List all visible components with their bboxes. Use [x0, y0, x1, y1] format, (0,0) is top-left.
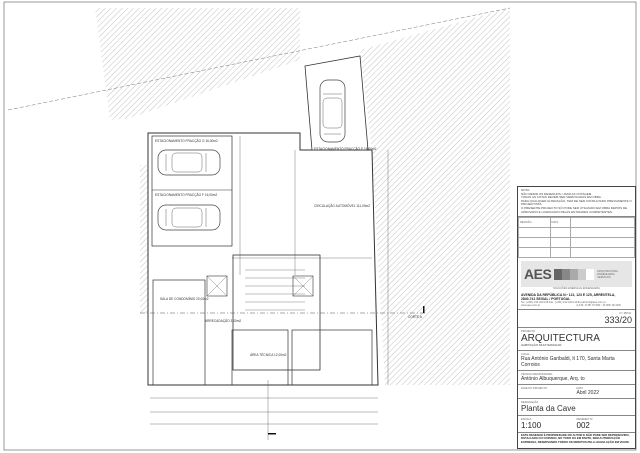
- neighbour-hatch-right: [360, 8, 510, 385]
- condo-room-label: SALA DE CONDOMÍNIO 20,00m2: [160, 297, 209, 301]
- note-line: O PRESENTE PROJECTO SÓ PODE SER UTILIZAD…: [521, 205, 628, 214]
- condo-room: [152, 279, 206, 386]
- wall-hatch-left: [140, 165, 149, 313]
- note-line: TODAS AS COTAS DEVEM SER VERIFICADAS EM …: [521, 195, 602, 200]
- company-address: AVENIDA DA REPÚBLICA N.º 121, 123 E 125,…: [521, 293, 616, 298]
- sheet-border: [3, 1, 637, 451]
- lift-shaft: [206, 275, 228, 297]
- location: Rua António Garibaldi, lt 170, Santa Mar…: [521, 355, 615, 368]
- scale-label: ESCALA: [521, 417, 532, 421]
- service: ARQUITECTURA: [597, 269, 618, 273]
- note-line: PARA QUALQUER ALTERAÇÃO, TEM DE SER CONS…: [521, 198, 632, 207]
- storage-label: ARRECADAÇÃO 3,00m2: [205, 318, 241, 323]
- car-icon: [157, 149, 221, 176]
- technical-room: [231, 329, 289, 386]
- section-marker-label: CORTE A: [408, 315, 423, 319]
- location-label: LOCAL: [521, 352, 530, 356]
- notes-section: NOTA: NÃO MEDIR OS DESENHOS, USAR AS COT…: [518, 187, 635, 218]
- project-label: PROJECTO: [521, 330, 536, 334]
- date: Abril 2022: [576, 389, 600, 396]
- project-subtitle: HABITAÇÃO MULTIFAMILIAR: [521, 343, 562, 348]
- parking-bay-box: [151, 135, 233, 247]
- parking-label: ESTACIONAMENTO FRACÇÃO E 16,00m2: [314, 146, 377, 151]
- designation: Planta da Cave: [521, 403, 576, 413]
- drawing-number-label: DESENHO Nº: [576, 417, 593, 421]
- phase-label: FASE DO PROJECTO: [521, 386, 548, 390]
- note-line: NÃO MEDIR OS DESENHOS, USAR AS COTAGEM.: [521, 191, 593, 196]
- company-logo: AES ARQUITECTURA ENGENHARIA SERVIÇOS: [521, 261, 632, 288]
- project-name: ARQUITECTURA: [521, 333, 600, 345]
- company-contacts: Tel. (+351) 212 220 118 Fax. (+351) 212 …: [521, 301, 606, 305]
- circulation-label: CIRCULAÇÃO AUTOMÓVEL 111,00m2: [314, 203, 370, 208]
- service: SERVIÇOS: [597, 275, 611, 279]
- company-address: 2840-741 SEIXAL / PORTUGAL: [521, 297, 571, 302]
- revision-header: REVISÃO: [518, 217, 551, 229]
- stair-core: [232, 254, 321, 371]
- company-website[interactable]: www.aes.com.pt: [521, 304, 540, 308]
- company-tagline: SOLUÇÕES ENERGIA E ENGENHARIA: [553, 287, 600, 291]
- car-icon: [319, 79, 346, 143]
- date-header: DATA: [549, 217, 572, 229]
- process-number: 333/20: [604, 315, 632, 326]
- technical-area-label: ÁREA TÉCNICA 12,00m2: [250, 352, 287, 357]
- disclaimer: ESTE DESENHO É PROPRIEDADE DO AUTOR E NÃ…: [521, 432, 630, 444]
- tech-responsible: António Albuquerque, Arq. to: [521, 375, 585, 382]
- lift-shaft: [292, 275, 314, 297]
- neighbour-hatch-top: [95, 8, 300, 120]
- company-coords: (LAT4: N 38º 37.509' - W 009º 06.229'): [576, 304, 622, 308]
- car-icon: [157, 204, 221, 231]
- title-block: NOTA: NÃO MEDIR OS DESENHOS, USAR AS COT…: [517, 186, 636, 449]
- designation-label: DESIGNAÇÃO: [521, 400, 539, 404]
- scale: 1:100: [521, 420, 542, 430]
- parking-label: ESTACIONAMENTO FRACÇÃO G 16,00m2: [155, 138, 218, 143]
- parking-label: ESTACIONAMENTO FRACÇÃO F 16,00m2: [155, 192, 217, 197]
- logo-text: AES: [524, 266, 552, 283]
- tech-label: TÉCNICO RESPONSÁVEL: [521, 372, 553, 376]
- date-label: DATA: [576, 386, 584, 390]
- drawing-number: 002: [576, 420, 590, 430]
- right-room: [291, 329, 373, 386]
- number-label: N.º PROC.: [619, 312, 632, 316]
- service: ENGENHARIA: [597, 272, 615, 276]
- basement-outline: [147, 132, 379, 386]
- note-heading: NOTA:: [521, 188, 530, 192]
